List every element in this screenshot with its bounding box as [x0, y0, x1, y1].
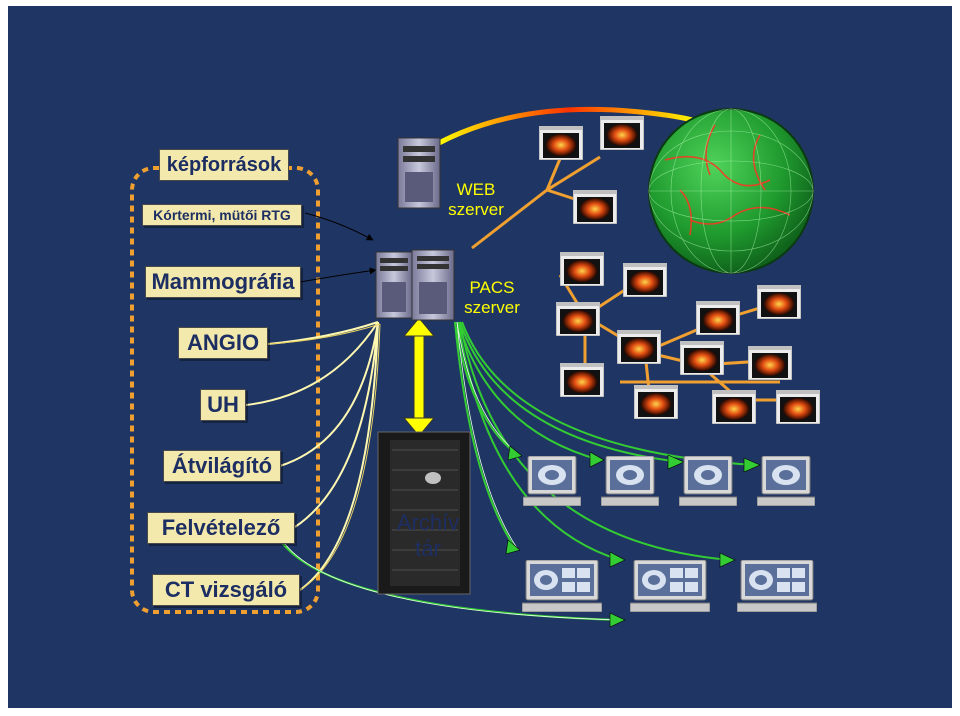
remote-viewer-icon: [634, 385, 678, 419]
green-arrowheads: [505, 445, 761, 628]
remote-viewer-icon: [573, 190, 617, 224]
diagnostic-workstation-icon: [601, 456, 659, 506]
source-felvetelezo: Felvételező: [147, 512, 295, 544]
remote-viewer-icon: [600, 116, 644, 150]
diagnostic-workstation-icon: [737, 560, 817, 612]
source-atvilagito: Átvilágító: [163, 450, 281, 482]
workstations-row-2: [522, 560, 817, 612]
internet-globe-icon: [648, 108, 814, 274]
remote-viewer-icon: [539, 126, 583, 160]
archive-cabinet-icon: [377, 431, 471, 595]
diagnostic-workstation-icon: [630, 560, 710, 612]
remote-viewer-icon: [748, 346, 792, 380]
source-ct: CT vizsgáló: [152, 574, 300, 606]
source-angio: ANGIO: [178, 327, 268, 359]
remote-viewer-icon: [680, 341, 724, 375]
diagnostic-workstation-icon: [523, 456, 581, 506]
diagnostic-workstation-icon: [679, 456, 737, 506]
source-rtg: Kórtermi, mütői RTG: [142, 204, 302, 226]
pacs-server-icon: [375, 249, 455, 321]
diagnostic-workstation-icon: [757, 456, 815, 506]
archive-label: Archív tár: [396, 510, 460, 561]
remote-viewer-icon: [560, 252, 604, 286]
pacs-server-label: PACS szerver: [464, 278, 520, 317]
source-to-server-arrows: [299, 212, 377, 283]
remote-viewer-icon: [696, 301, 740, 335]
remote-viewer-icon: [556, 302, 600, 336]
source-mammografia: Mammográfia: [145, 266, 301, 298]
pacs-to-workstation-links-outline: [281, 321, 623, 621]
web-server-label: WEB szerver: [448, 180, 504, 219]
remote-viewer-icon: [712, 390, 756, 424]
remote-viewer-icon: [776, 390, 820, 424]
pacs-archive-arrow: [402, 317, 436, 437]
source-to-pacs-links: [245, 321, 381, 591]
source-uh: UH: [200, 389, 246, 421]
remote-viewer-icon: [623, 263, 667, 297]
remote-viewer-icon: [757, 285, 801, 319]
remote-viewer-icon: [560, 363, 604, 397]
sources-title: képforrások: [159, 149, 289, 181]
internet-link: [435, 106, 701, 147]
diagnostic-workstation-icon: [522, 560, 602, 612]
remote-viewer-icon: [617, 330, 661, 364]
web-server-icon: [397, 137, 441, 209]
